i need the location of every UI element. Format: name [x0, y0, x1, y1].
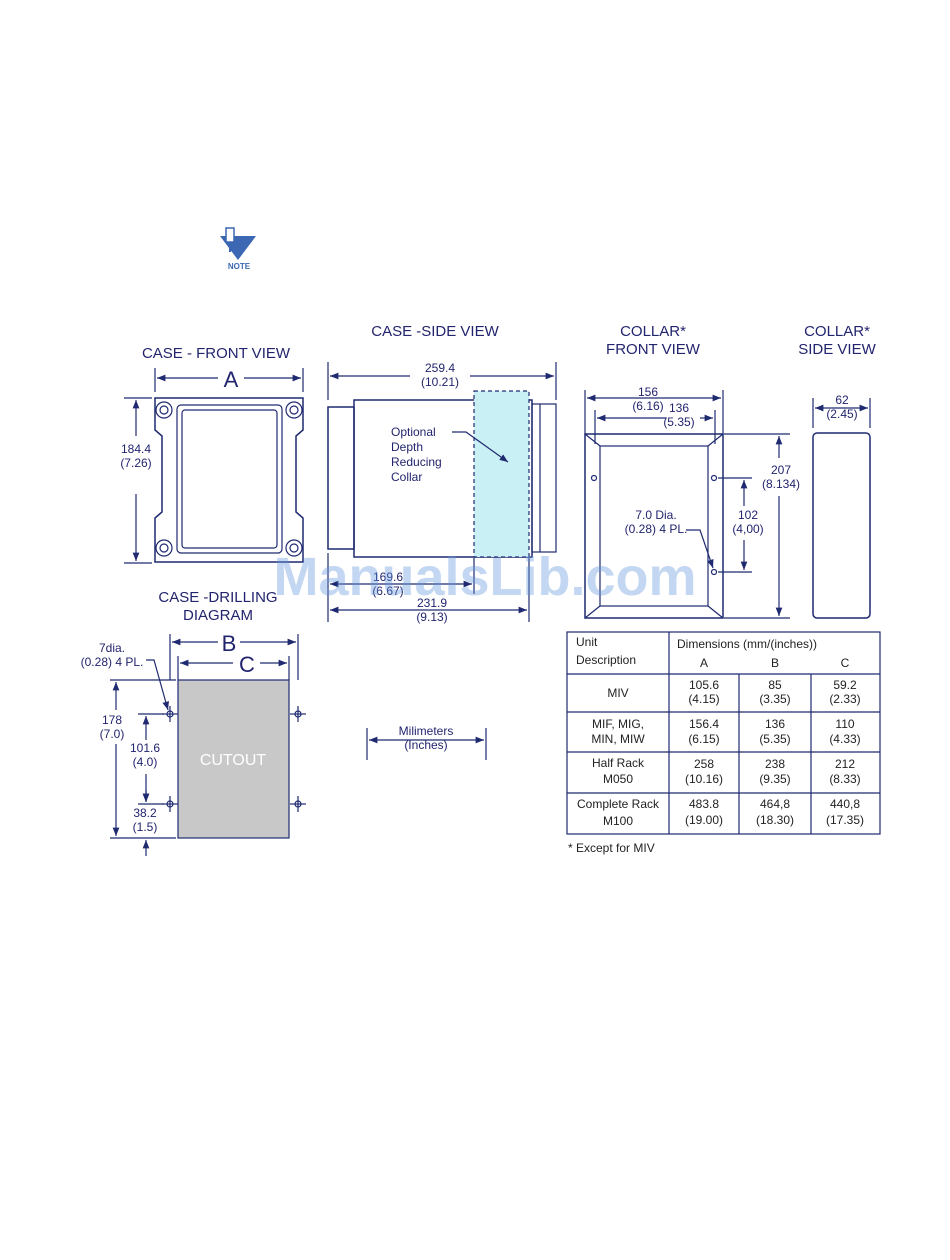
drilling-total-height-inches: (7.0)	[100, 727, 125, 741]
table-cell: 110	[835, 717, 854, 731]
drilling-diagram: CASE -DRILLING DIAGRAM B C CUTOUT 7dia.	[81, 589, 306, 856]
collar-note-line-4: Collar	[391, 470, 422, 484]
cutout-label: CUTOUT	[200, 752, 267, 769]
note-label: NOTE	[227, 262, 251, 271]
table-cell: (4.33)	[829, 732, 860, 746]
table-row-desc: M050	[603, 772, 633, 786]
table-col-c: C	[841, 656, 850, 670]
side-depth-b-inches: (9.13)	[416, 610, 447, 624]
table-cell: (8.33)	[829, 772, 860, 786]
collar-front-title-2: FRONT VIEW	[606, 341, 701, 358]
drilling-hole-note-1: 7dia.	[99, 641, 125, 655]
units-legend: Milimeters (Inches)	[366, 724, 487, 760]
legend-millimeters: Milimeters	[399, 724, 454, 738]
drilling-title-1: CASE -DRILLING	[158, 589, 277, 606]
watermark: ManualsLib.com	[273, 547, 697, 607]
note-pointer-icon	[220, 227, 256, 260]
drilling-bottom-inches: (1.5)	[133, 820, 158, 834]
drilling-bottom-value: 38.2	[133, 806, 157, 820]
cutout-area	[177, 679, 290, 839]
collar-width-outer-value: 156	[638, 385, 658, 399]
side-depth-b-value: 231.9	[417, 596, 447, 610]
table-cell: 85	[768, 678, 782, 692]
table-cell: (19.00)	[685, 813, 723, 827]
drilling-hole-spacing-inches: (4.0)	[133, 755, 158, 769]
collar-region	[473, 390, 530, 558]
collar-side-view: COLLAR* SIDE VIEW 62 (2.45)	[798, 323, 877, 619]
table-cell: (5.35)	[759, 732, 790, 746]
drilling-hole-note-2: (0.28) 4 PL.	[81, 655, 144, 669]
table-cell: 238	[765, 757, 785, 771]
collar-hole-note-2: (0.28) 4 PL.	[625, 522, 688, 536]
table-col-a: A	[700, 656, 708, 670]
collar-width-outer-inches: (6.16)	[632, 399, 663, 413]
front-height-inches: (7.26)	[120, 456, 151, 470]
collar-note-line-2: Depth	[391, 440, 423, 454]
table-cell: 156.4	[689, 717, 719, 731]
table-row-desc: MIF, MIG,	[592, 717, 644, 731]
table-cell: (18.30)	[756, 813, 794, 827]
table-cell: 212	[835, 757, 855, 771]
collar-width-inner-inches: (5.35)	[663, 415, 694, 429]
collar-height-value: 207	[771, 463, 791, 477]
side-depth-a-inches: (6.67)	[372, 584, 403, 598]
dimensions-table: Unit Description Dimensions (mm/(inches)…	[566, 631, 881, 855]
collar-side-width-inches: (2.45)	[826, 407, 857, 421]
table-head-unit-1: Unit	[576, 635, 598, 649]
collar-note-line-1: Optional	[391, 425, 436, 439]
front-view-title: CASE - FRONT VIEW	[142, 345, 291, 362]
collar-side-width-value: 62	[835, 393, 849, 407]
collar-note-line-3: Reducing	[391, 455, 442, 469]
table-cell: (6.15)	[688, 732, 719, 746]
drilling-letter-b: B	[222, 631, 237, 656]
table-row-desc: MIN, MIW	[591, 732, 645, 746]
table-cell: 483.8	[689, 797, 719, 811]
table-head-unit-2: Description	[576, 653, 636, 667]
table-cell: (9.35)	[759, 772, 790, 786]
table-row-desc: Half Rack	[592, 756, 645, 770]
collar-front-title-1: COLLAR*	[620, 323, 686, 340]
table-cell: 464,8	[760, 797, 790, 811]
side-view-title: CASE -SIDE VIEW	[371, 323, 499, 340]
table-row-desc: M100	[603, 814, 633, 828]
side-overall-inches: (10.21)	[421, 375, 459, 389]
table-cell: 440,8	[830, 797, 860, 811]
table-col-b: B	[771, 656, 779, 670]
table-cell: (4.15)	[688, 692, 719, 706]
collar-front-view: COLLAR* FRONT VIEW 156 (6.16) 136 (5.35)	[584, 323, 800, 619]
table-row-desc: MIV	[607, 686, 628, 700]
table-cell: (2.33)	[829, 692, 860, 706]
side-depth-a-value: 169.6	[373, 570, 403, 584]
drilling-letter-c: C	[239, 652, 255, 677]
collar-side-title-1: COLLAR*	[804, 323, 870, 340]
collar-side-title-2: SIDE VIEW	[798, 341, 876, 358]
table-cell: (10.16)	[685, 772, 723, 786]
case-front-view: CASE - FRONT VIEW A 184.4 (7.26)	[120, 345, 304, 564]
side-overall-value: 259.4	[425, 361, 455, 375]
front-letter-a: A	[224, 367, 239, 392]
collar-hole-spacing-inches: (4,00)	[732, 522, 763, 536]
table-head-dimensions: Dimensions (mm/(inches))	[677, 637, 817, 651]
case-side-view: CASE -SIDE VIEW 259.4 (10.21) Optional D…	[327, 323, 557, 624]
front-height-value: 184.4	[121, 442, 151, 456]
table-cell: 258	[694, 757, 714, 771]
drilling-total-height-value: 178	[102, 713, 122, 727]
table-row-desc: Complete Rack	[577, 797, 660, 811]
table-cell: 136	[765, 717, 785, 731]
collar-height-inches: (8.134)	[762, 477, 800, 491]
drilling-title-2: DIAGRAM	[183, 607, 253, 624]
table-cell: (3.35)	[759, 692, 790, 706]
collar-hole-note-1: 7.0 Dia.	[635, 508, 676, 522]
table-cell: 59.2	[833, 678, 857, 692]
table-footnote: * Except for MIV	[568, 841, 655, 855]
collar-hole-spacing-value: 102	[738, 508, 758, 522]
drilling-hole-spacing-value: 101.6	[130, 741, 160, 755]
collar-width-inner-value: 136	[669, 401, 689, 415]
table-cell: 105.6	[689, 678, 719, 692]
table-cell: (17.35)	[826, 813, 864, 827]
legend-inches: (Inches)	[404, 738, 447, 752]
